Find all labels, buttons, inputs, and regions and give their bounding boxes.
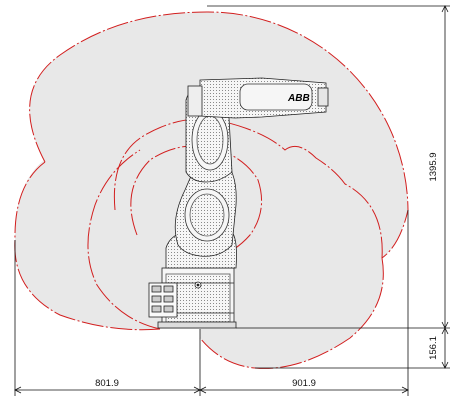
right-lower-arc bbox=[199, 257, 384, 369]
envelope-outlines bbox=[14, 11, 409, 369]
connector-panel bbox=[148, 282, 178, 318]
dimension-left-reach: 801.9 bbox=[95, 378, 119, 389]
wrist-flange bbox=[317, 87, 329, 107]
dimension-top-reach: 1395.9 bbox=[428, 152, 439, 181]
brand-logo: ABB bbox=[287, 93, 310, 104]
inner-left-arc bbox=[87, 149, 161, 330]
inner-top-arc bbox=[113, 118, 383, 259]
inner-center-arc bbox=[130, 145, 263, 259]
robot-base bbox=[157, 267, 237, 329]
dimension-right-reach: 901.9 bbox=[292, 378, 316, 389]
dimension-bottom-reach: 156.1 bbox=[428, 336, 439, 360]
robot-arm: ABB bbox=[148, 77, 329, 329]
left-lower-arc bbox=[14, 161, 161, 331]
outer-reach-arc bbox=[29, 11, 409, 259]
dimension-lines bbox=[14, 5, 450, 396]
